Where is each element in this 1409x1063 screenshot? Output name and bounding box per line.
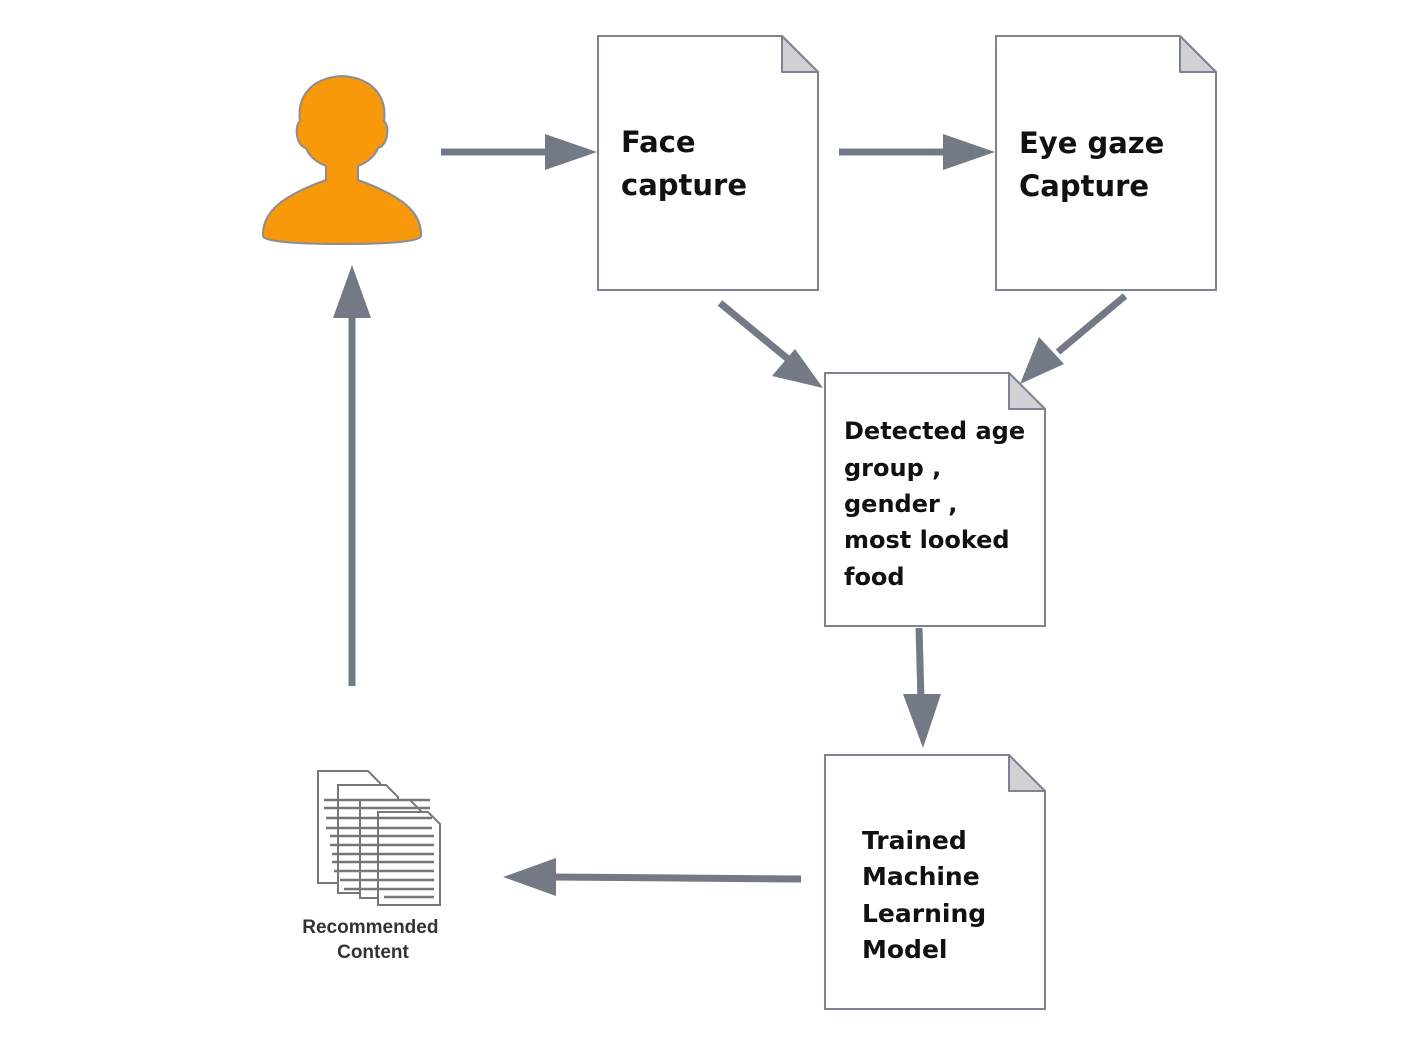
- eye-gaze-line-1: Eye gaze: [1019, 126, 1164, 160]
- person-icon: [261, 74, 423, 246]
- recommended-caption: Recommended Content: [302, 917, 443, 963]
- recommended-caption-line-1: Recommended: [302, 917, 438, 938]
- svg-text:Trained Machine Le: Trained Machine Learning Model: [862, 826, 995, 964]
- arrow-detected-to-model: [903, 627, 941, 748]
- arrow-face-to-detected: [717, 300, 823, 388]
- model-line-1: Trained: [862, 826, 967, 855]
- recommended-caption-line-2: Content: [337, 942, 409, 963]
- document-eye-gaze: Eye gaze Capture: [995, 35, 1217, 291]
- arrow-person-to-face: [441, 134, 597, 170]
- arrow-eye-to-detected: [1020, 293, 1128, 384]
- document-face-capture: Face capture: [597, 35, 819, 291]
- detected-line-5: food: [844, 563, 905, 591]
- arrow-face-to-eye: [839, 134, 995, 170]
- detected-line-4: most looked: [844, 526, 1010, 554]
- documents-icon: [317, 770, 441, 906]
- arrow-recommended-to-person: [333, 265, 371, 686]
- model-line-2: Machine: [862, 862, 980, 891]
- detected-line-2: group ,: [844, 454, 941, 482]
- svg-text:Detected age group ,: Detected age group , gender , most looke…: [844, 417, 1033, 591]
- model-line-3: Learning: [862, 899, 986, 928]
- detected-line-3: gender ,: [844, 490, 957, 518]
- document-ml-model: Trained Machine Learning Model: [824, 754, 1046, 1010]
- eye-gaze-line-2: Capture: [1019, 169, 1149, 203]
- svg-text:Eye gaze Capture: Eye gaze Capture: [1019, 126, 1174, 203]
- detected-line-1: Detected age: [844, 417, 1025, 445]
- arrow-model-to-recommended: [503, 858, 802, 896]
- model-line-4: Model: [862, 935, 947, 964]
- face-capture-line-1: Face: [621, 125, 696, 159]
- document-detected-attributes: Detected age group , gender , most looke…: [824, 372, 1046, 627]
- face-capture-line-2: capture: [621, 168, 747, 202]
- svg-text:Face capture: Face capture: [621, 125, 747, 202]
